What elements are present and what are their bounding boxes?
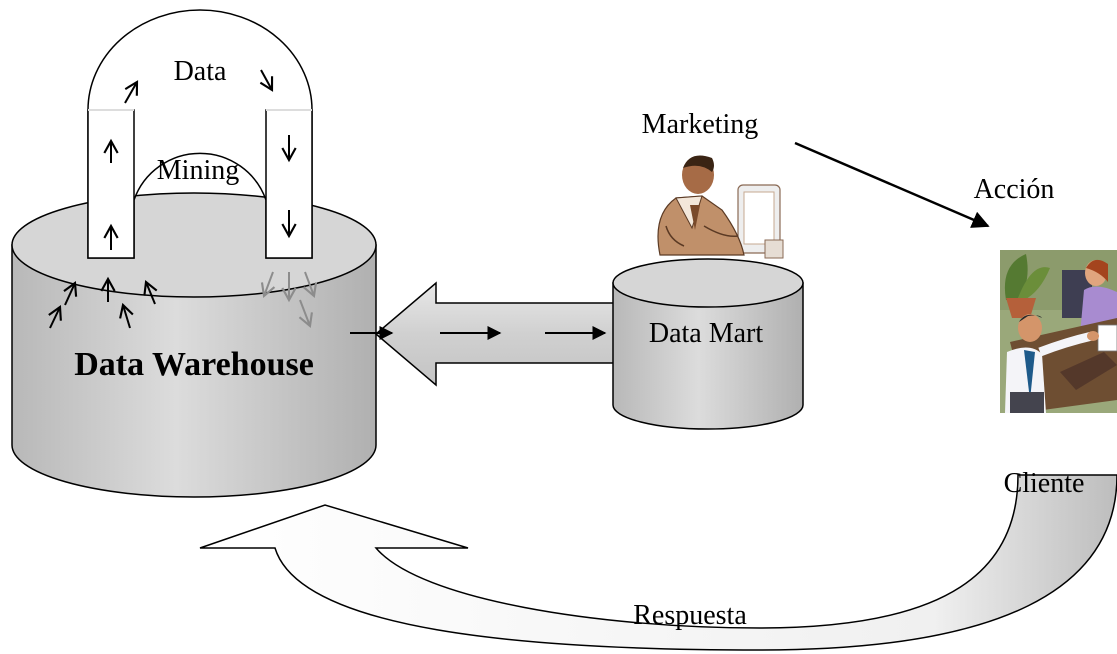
warehouse-inflow-arrows [48, 276, 158, 329]
data-label: Data [174, 56, 227, 87]
data-warehouse-label: Data Warehouse [74, 346, 314, 383]
data-warehouse-cylinder [11, 192, 377, 498]
warehouse-datamart-link [350, 281, 641, 387]
respuesta-label: Respuesta [633, 600, 747, 631]
accion-label: Acción [974, 174, 1055, 205]
marketing-to-cliente-arrow [794, 141, 990, 228]
mining-label: Mining [157, 155, 239, 186]
mining-flow-arrows [103, 69, 297, 250]
data-mining-arch [87, 9, 313, 259]
office-meeting-icon [1000, 250, 1117, 413]
data-mart-cylinder [612, 258, 804, 430]
respuesta-return-arrow [199, 474, 1117, 652]
person-at-computer-icon [657, 155, 784, 259]
data-mart-label: Data Mart [649, 318, 764, 349]
marketing-label: Marketing [642, 109, 759, 140]
cliente-label: Cliente [1004, 468, 1085, 499]
warehouse-outflow-arrows [260, 271, 318, 329]
